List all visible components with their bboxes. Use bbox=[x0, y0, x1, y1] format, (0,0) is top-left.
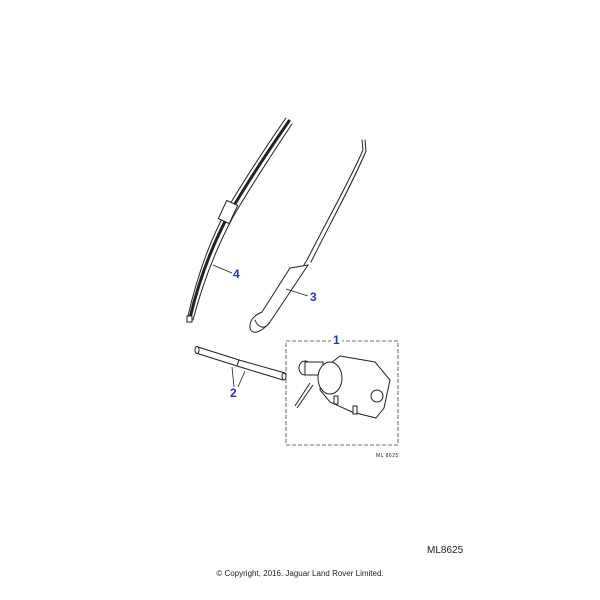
drive-tubes-drawing bbox=[194, 346, 287, 381]
leader-line-4 bbox=[212, 264, 233, 274]
copyright-notice: © Copyright, 2016. Jaguar Land Rover Lim… bbox=[216, 569, 384, 578]
leader-line-2a bbox=[231, 366, 235, 388]
inner-diagram-ref: ML 8625 bbox=[376, 453, 399, 459]
wiper-arm-drawing bbox=[249, 139, 367, 333]
leader-line-2b bbox=[237, 370, 246, 388]
callout-2[interactable]: 2 bbox=[230, 386, 237, 400]
leader-line-3 bbox=[285, 288, 309, 297]
callout-1[interactable]: 1 bbox=[331, 333, 342, 347]
callout-4[interactable]: 4 bbox=[233, 267, 240, 281]
wiper-motor-drawing bbox=[294, 355, 391, 419]
motor-assembly-boundary bbox=[285, 340, 399, 446]
callout-3[interactable]: 3 bbox=[310, 290, 317, 304]
wiper-blade-drawing bbox=[186, 117, 293, 323]
diagram-ref-code: ML8625 bbox=[427, 545, 464, 556]
